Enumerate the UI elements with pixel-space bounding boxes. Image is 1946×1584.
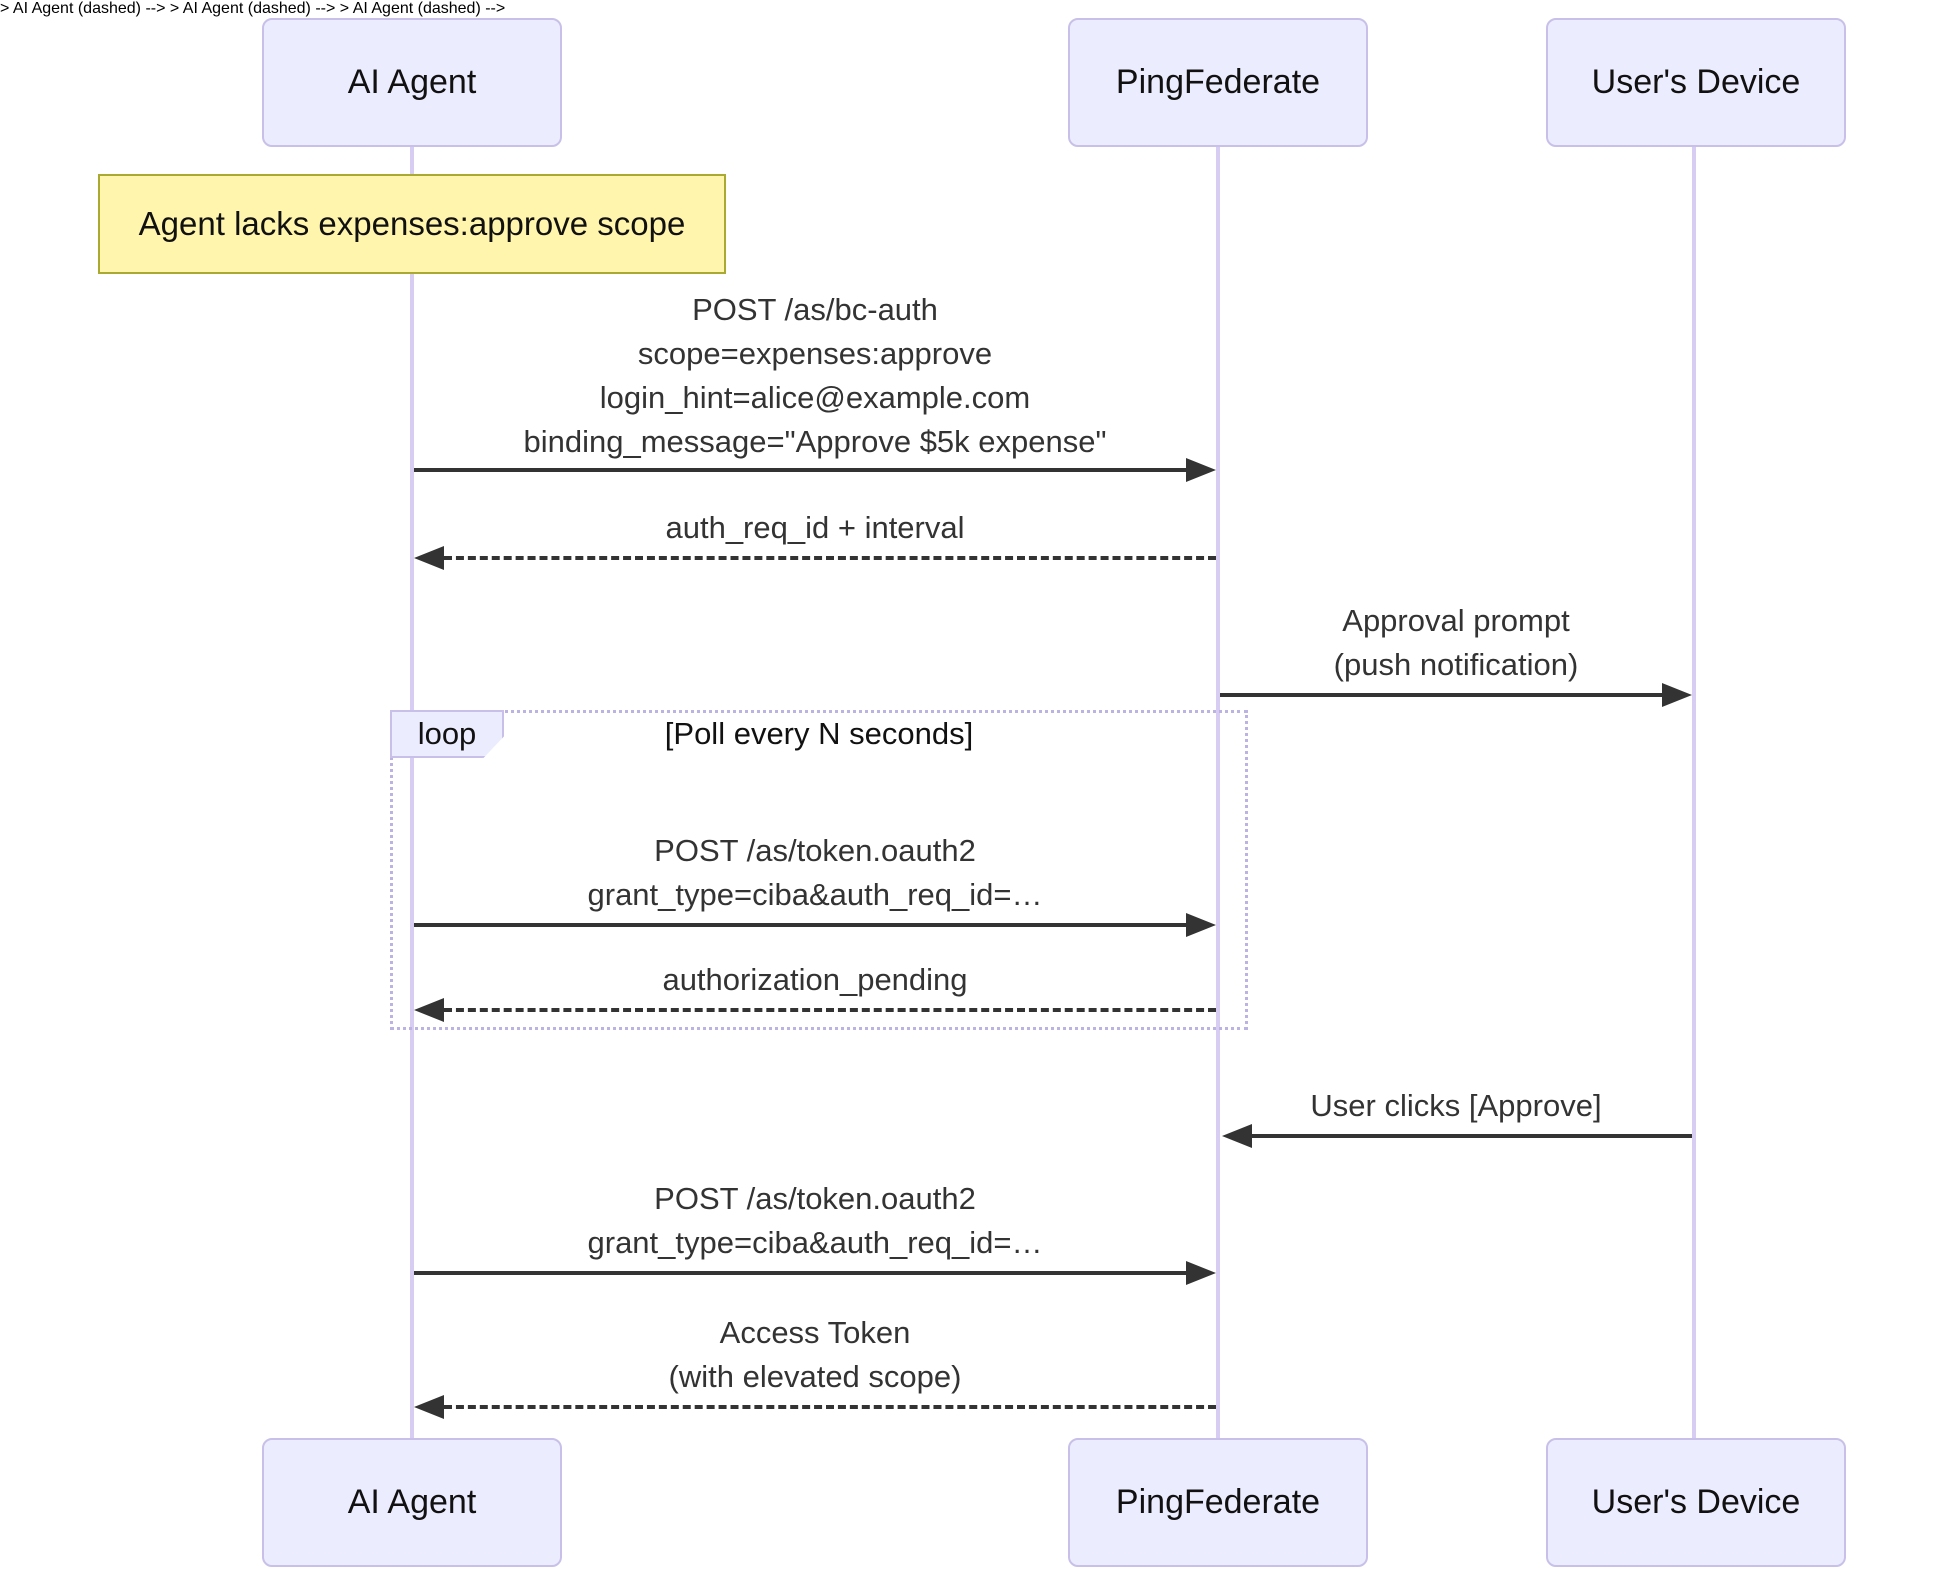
arrowhead-right-icon [1186,913,1216,937]
message-line: POST /as/token.oauth2 [654,833,976,868]
arrowhead-left-icon [1222,1124,1252,1148]
arrowhead-right-icon [1662,683,1692,707]
arrow-auth-req-id [444,556,1216,560]
actor-label: User's Device [1591,1483,1801,1521]
message-line: grant_type=ciba&auth_req_id=… [587,877,1043,912]
message-line: POST /as/bc-auth [692,292,938,327]
message-line: authorization_pending [662,962,968,997]
loop-frame [390,710,1248,1030]
message-authorization-pending: authorization_pending [412,958,1218,1002]
message-poll-token-request: POST /as/token.oauth2 grant_type=ciba&au… [412,829,1218,917]
lifeline-users-device [1692,147,1696,1438]
message-line: auth_req_id + interval [665,510,965,545]
arrow-final-token-request [414,1271,1186,1275]
actor-top-ai-agent: AI Agent [262,18,562,147]
loop-condition: [Poll every N seconds] [664,716,974,751]
actor-bottom-users-device: User's Device [1546,1438,1846,1567]
actor-label: AI Agent [347,63,477,101]
arrowhead-left-icon [414,1395,444,1419]
message-approval-prompt: Approval prompt (push notification) [1218,599,1694,687]
note-agent-lacks-scope: Agent lacks expenses:approve scope [98,174,726,274]
message-line: (push notification) [1333,647,1579,682]
loop-keyword-label: loop [390,710,504,758]
arrowhead-right-icon [1186,458,1216,482]
message-line: scope=expenses:approve [637,336,993,371]
message-line: POST /as/token.oauth2 [654,1181,976,1216]
arrowhead-left-icon [414,546,444,570]
actor-label: User's Device [1591,63,1801,101]
actor-bottom-ai-agent: AI Agent [262,1438,562,1567]
actor-label: AI Agent [347,1483,477,1521]
actor-top-users-device: User's Device [1546,18,1846,147]
actor-label: PingFederate [1115,63,1321,101]
arrow-approval-prompt [1220,693,1662,697]
lifeline-pingfederate [1216,147,1220,1438]
message-bc-auth-request: POST /as/bc-auth scope=expenses:approve … [412,288,1218,464]
note-text: Agent lacks expenses:approve scope [138,205,686,242]
arrowhead-left-icon [414,998,444,1022]
message-line: grant_type=ciba&auth_req_id=… [587,1225,1043,1260]
lifeline-ai-agent [410,147,414,1438]
arrowhead-right-icon [1186,1261,1216,1285]
message-line: Approval prompt [1342,603,1570,638]
message-line: User clicks [Approve] [1310,1088,1602,1123]
message-line: (with elevated scope) [668,1359,962,1394]
message-auth-req-id: auth_req_id + interval [412,506,1218,550]
arrow-user-clicks-approve [1252,1134,1692,1138]
message-line: Access Token [719,1315,911,1350]
message-user-clicks-approve: User clicks [Approve] [1218,1084,1694,1128]
message-access-token: Access Token (with elevated scope) [412,1311,1218,1399]
actor-label: PingFederate [1115,1483,1321,1521]
arrow-access-token [444,1405,1216,1409]
message-final-token-request: POST /as/token.oauth2 grant_type=ciba&au… [412,1177,1218,1265]
arrow-authorization-pending [444,1008,1216,1012]
message-line: login_hint=alice@example.com [599,380,1031,415]
message-line: binding_message="Approve $5k expense" [523,424,1107,459]
actor-top-pingfederate: PingFederate [1068,18,1368,147]
loop-keyword-text: loop [417,716,477,751]
actor-bottom-pingfederate: PingFederate [1068,1438,1368,1567]
arrow-bc-auth-request [414,468,1186,472]
arrow-poll-token-request [414,923,1186,927]
